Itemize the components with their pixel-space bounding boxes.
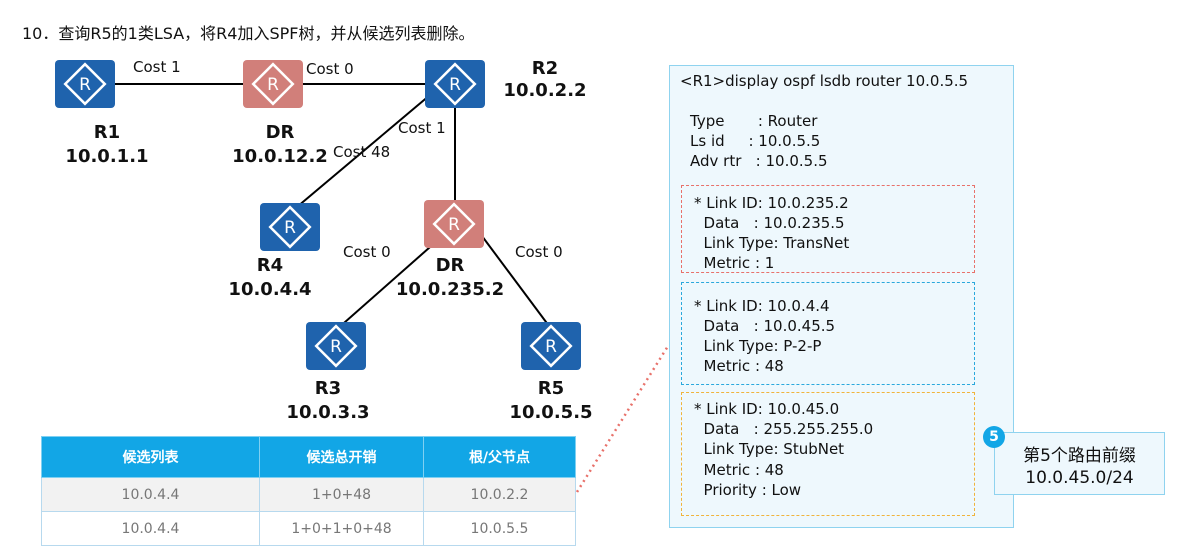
dr-10-0-235-2-icon: R — [424, 200, 484, 248]
dr-10-0-12-2-icon: R — [243, 60, 303, 108]
cost-label-r2-r4: Cost 48 — [333, 143, 391, 161]
cost-label-r2-dr2: Cost 1 — [398, 119, 446, 137]
lsdb-header-line: Ls id : 10.0.5.5 — [690, 132, 821, 150]
table-cell: 10.0.5.5 — [423, 511, 576, 546]
table-cell: 10.0.4.4 — [41, 511, 260, 546]
table-cell: 1+0+48 — [259, 477, 424, 512]
candidate-table: 候选列表 候选总开销 根/父节点 10.0.4.4 1+0+48 10.0.2.… — [41, 436, 576, 546]
router-glyph: R — [330, 337, 342, 357]
router-glyph: R — [79, 75, 91, 95]
link-line: * Link ID: 10.0.45.0 — [694, 400, 840, 418]
lsdb-output-panel: <R1>display ospf lsdb router 10.0.5.5 Ty… — [669, 65, 1014, 528]
link-line: Metric : 48 — [694, 357, 784, 375]
node-ip-r3: 10.0.3.3 — [286, 402, 370, 423]
router-r2-icon: R — [425, 60, 485, 108]
link-line: Link Type: P-2-P — [694, 337, 822, 355]
router-glyph: R — [267, 75, 279, 95]
node-ip-dr1: 10.0.12.2 — [232, 146, 328, 167]
cost-label-dr2-r5: Cost 0 — [515, 243, 563, 261]
cost-label-r1-dr1: Cost 1 — [133, 58, 181, 76]
link-line: * Link ID: 10.0.4.4 — [694, 297, 830, 315]
node-name-r3: R3 — [314, 378, 342, 399]
node-ip-r2: 10.0.2.2 — [503, 80, 587, 101]
link-line: Metric : 1 — [694, 254, 775, 272]
router-glyph: R — [448, 215, 460, 235]
link-line: Data : 255.255.255.0 — [694, 420, 874, 438]
node-name-r2: R2 — [531, 58, 559, 79]
router-glyph: R — [545, 337, 557, 357]
node-name-r4: R4 — [256, 255, 284, 276]
step-number-badge: 5 — [983, 426, 1005, 448]
node-ip-r5: 10.0.5.5 — [509, 402, 593, 423]
node-ip-r1: 10.0.1.1 — [65, 146, 149, 167]
node-name-r5: R5 — [537, 378, 565, 399]
table-row: 10.0.4.4 1+0+48 10.0.2.2 — [41, 477, 576, 512]
link-dr2-r5 — [475, 227, 553, 331]
router-glyph: R — [284, 218, 296, 238]
column-header: 候选列表 — [41, 436, 260, 478]
link-dr2-r3 — [335, 239, 439, 331]
table-cell: 10.0.4.4 — [41, 477, 260, 512]
router-r1-icon: R — [55, 60, 115, 108]
link-line: * Link ID: 10.0.235.2 — [694, 194, 849, 212]
lsdb-header-line: Adv rtr : 10.0.5.5 — [690, 152, 828, 170]
cost-label-dr2-r3: Cost 0 — [343, 243, 391, 261]
prefix-callout: 第5个路由前缀 10.0.45.0/24 — [994, 432, 1165, 495]
table-header-row: 候选列表 候选总开销 根/父节点 — [41, 436, 576, 478]
router-r4-icon: R — [260, 203, 320, 251]
page-title: 10．查询R5的1类LSA，将R4加入SPF树，并从候选列表删除。 — [22, 24, 475, 43]
node-name-dr2: DR — [435, 255, 465, 276]
router-r3-icon: R — [306, 322, 366, 370]
column-header: 候选总开销 — [259, 436, 424, 478]
table-cell: 1+0+1+0+48 — [259, 511, 424, 546]
link-r2-r4 — [290, 94, 431, 213]
link-line: Link Type: StubNet — [694, 440, 845, 458]
table-cell: 10.0.2.2 — [423, 477, 576, 512]
node-ip-r4: 10.0.4.4 — [228, 279, 312, 300]
link-line: Priority : Low — [694, 481, 802, 499]
link-box-p2p: * Link ID: 10.0.4.4 Data : 10.0.45.5 Lin… — [681, 282, 975, 385]
link-line: Metric : 48 — [694, 461, 784, 479]
link-box-transnet: * Link ID: 10.0.235.2 Data : 10.0.235.5 … — [681, 185, 975, 273]
callout-title: 第5个路由前缀 — [1023, 446, 1136, 466]
node-name-dr1: DR — [265, 122, 295, 143]
node-name-r1: R1 — [93, 122, 121, 143]
column-header: 根/父节点 — [423, 436, 576, 478]
router-glyph: R — [449, 75, 461, 95]
lsdb-header-line: Type : Router — [690, 112, 818, 130]
table-row: 10.0.4.4 1+0+1+0+48 10.0.5.5 — [41, 511, 576, 546]
link-line: Link Type: TransNet — [694, 234, 850, 252]
link-line: Data : 10.0.45.5 — [694, 317, 836, 335]
lsdb-command: <R1>display ospf lsdb router 10.0.5.5 — [680, 72, 969, 90]
link-box-stubnet: * Link ID: 10.0.45.0 Data : 255.255.255.… — [681, 392, 975, 516]
link-line: Data : 10.0.235.5 — [694, 214, 845, 232]
cost-label-dr1-r2: Cost 0 — [306, 60, 354, 78]
callout-prefix: 10.0.45.0/24 — [1025, 468, 1134, 488]
router-r5-icon: R — [521, 322, 581, 370]
node-ip-dr2: 10.0.235.2 — [395, 279, 505, 300]
